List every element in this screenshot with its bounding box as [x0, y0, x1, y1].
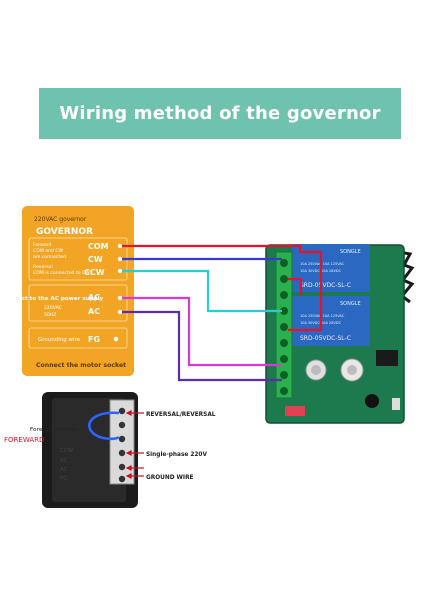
forward-label-2: COM and CW	[33, 248, 64, 254]
button	[392, 398, 400, 410]
title-banner: Wiring method of the governor	[39, 88, 401, 139]
governor-panel: 220VAC governor GOVERNOR Forward COM and…	[2, 206, 134, 376]
wire-ac-purple	[120, 310, 282, 382]
single-phase-label: Single-phase 220V	[146, 452, 207, 458]
wire-ac-magenta	[120, 296, 282, 367]
relay-2-rating-1: 10A 250VAC 10A 125VAC	[300, 314, 345, 318]
wire-ccw-cyan	[120, 269, 282, 313]
relay-board: SONGLE 10A 250VAC 10A 125VAC 10A 30VDC 1…	[265, 244, 415, 424]
fg-terminal-label: FG	[88, 335, 100, 344]
fg-terminal-dot	[113, 336, 119, 342]
ac-terminal-2-label: AC	[88, 307, 100, 316]
motor-socket-label: Connect the motor socket	[36, 362, 126, 369]
reversal-label: Reversal	[33, 264, 53, 270]
ac-terminal-1-label: AC	[88, 293, 100, 302]
reversal-label-2: COM is connected to CW	[33, 270, 90, 276]
forward-label: Forward	[33, 242, 52, 248]
governor-voltage-label: 220VAC governor	[34, 216, 87, 223]
buzzer	[365, 394, 379, 408]
relay-1-rating-1: 10A 250VAC 10A 125VAC	[300, 262, 345, 266]
forward-label-3: are connected	[33, 254, 66, 260]
relay-2-brand: SONGLE	[340, 301, 361, 307]
ac-power-note: Connect to the AC power supply	[2, 296, 104, 302]
relay-1-brand: SONGLE	[340, 249, 361, 255]
wire-terminals	[117, 243, 123, 315]
relay-1-model: SRD-05VDC-SL-C	[300, 282, 351, 289]
grounding-wire-label: Grounding wire	[38, 337, 81, 343]
terminal-block	[275, 251, 293, 399]
reversal-reversal-label: REVERSAL/REVERSAL	[146, 412, 216, 418]
forward-rotation-label: Forward rotation	[30, 427, 77, 433]
forward-jumper	[88, 411, 120, 441]
box-label-ccw: CCW	[60, 448, 74, 454]
relay-2-model: SRD-05VDC-SL-C	[300, 335, 351, 342]
box-label-ac-1: AC	[60, 458, 68, 464]
banner-title: Wiring method of the governor	[59, 103, 381, 124]
box-label-fg: FG	[60, 476, 67, 482]
box-label-ac-2: AC	[60, 467, 68, 473]
wire-com-red	[120, 244, 323, 332]
wire-relay-jumper	[288, 277, 303, 295]
ac-frequency-label: 50HZ	[44, 312, 56, 318]
ic-chip	[376, 350, 398, 366]
governor-socket-diagram: CCW AC AC FG Forward rotation FOREWARD R…	[4, 392, 216, 508]
ground-wire-label: GROUND WIRE	[146, 475, 194, 481]
governor-name-label: GOVERNOR	[36, 227, 93, 237]
relay-2: SONGLE 10A 250VAC 10A 125VAC 10A 30VDC 1…	[292, 296, 370, 346]
wires	[120, 244, 323, 382]
foreward-label: FOREWARD	[4, 436, 44, 444]
led	[285, 406, 305, 416]
com-terminal-label: COM	[88, 242, 109, 251]
ccw-terminal-label: CCW	[84, 268, 105, 277]
cw-terminal-label: CW	[88, 255, 103, 264]
ac-voltage-label: 220VAC	[44, 305, 62, 311]
